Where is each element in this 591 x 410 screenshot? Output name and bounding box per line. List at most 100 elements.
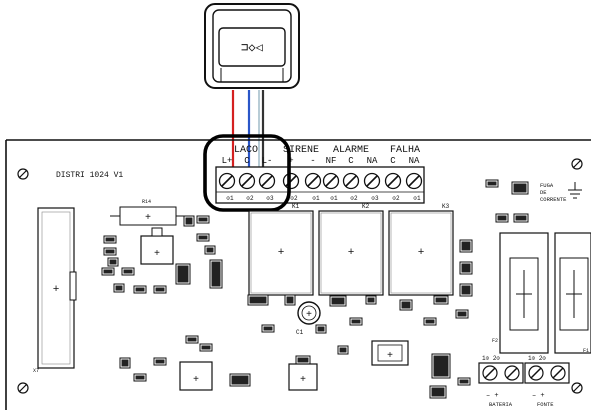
smd-body xyxy=(286,296,294,304)
smd-body xyxy=(317,326,325,332)
svg-text:FUGA: FUGA xyxy=(540,182,554,189)
smd-components xyxy=(101,179,529,399)
smd-body xyxy=(135,375,145,380)
screw-slot xyxy=(530,367,542,379)
svg-text:1⊙ 2⊙: 1⊙ 2⊙ xyxy=(482,355,500,362)
smd-body xyxy=(105,237,115,242)
fuse-holders: F2 F1 xyxy=(492,232,591,354)
connector-number: ⊙1 xyxy=(226,195,234,202)
connector-number: ⊙2 xyxy=(350,195,358,202)
screw-slot xyxy=(484,367,496,379)
pin-label: + xyxy=(288,156,293,166)
designator: X7 xyxy=(33,368,39,374)
screw-slot xyxy=(241,175,253,187)
smd-body xyxy=(515,215,527,221)
smd-body xyxy=(297,357,309,363)
smd-body xyxy=(115,285,123,291)
smd-body xyxy=(367,297,375,303)
mounting-holes xyxy=(17,158,583,394)
smd-body xyxy=(177,265,189,283)
designator: R14 xyxy=(142,199,151,205)
pin-label: L+ xyxy=(222,156,233,166)
smd-body xyxy=(198,217,208,222)
smd-body xyxy=(198,235,208,240)
smd-body xyxy=(231,375,249,385)
svg-text:– +: – + xyxy=(532,392,545,400)
smd-body xyxy=(121,359,129,367)
smd-body xyxy=(461,241,471,251)
designator: F2 xyxy=(492,338,498,344)
smd-body xyxy=(461,263,471,273)
smd-body xyxy=(155,287,165,292)
capacitor-c1: + C1 xyxy=(296,301,321,336)
smd-body xyxy=(206,247,214,253)
connector-number: ⊙3 xyxy=(371,195,379,202)
screw-slot xyxy=(366,175,378,187)
smd-body xyxy=(433,355,449,377)
smd-body xyxy=(263,326,273,331)
smd-body xyxy=(201,345,211,350)
label-bateria: BATERIA xyxy=(489,401,513,408)
smd-body xyxy=(435,297,447,303)
connector-number: ⊙3 xyxy=(266,195,274,202)
svg-text:+: + xyxy=(193,375,199,386)
regulator: + + + + xyxy=(140,227,409,391)
smd-body xyxy=(211,261,221,287)
resistor-r14: + R14 xyxy=(110,199,186,226)
smd-body xyxy=(497,215,507,221)
smd-body xyxy=(513,183,527,193)
laco-highlight xyxy=(203,134,291,212)
svg-text:+: + xyxy=(154,249,160,260)
screw-slot xyxy=(221,175,233,187)
svg-text:– +: – + xyxy=(486,392,499,400)
pin-label: C xyxy=(244,156,250,166)
screw-slot xyxy=(552,367,564,379)
smd-body xyxy=(187,337,197,342)
component-x7: + X7 xyxy=(33,207,77,374)
connector-number: ⊙2 xyxy=(290,195,298,202)
screw-slot xyxy=(261,175,273,187)
svg-text:1⊙ 2⊙: 1⊙ 2⊙ xyxy=(528,355,546,362)
pin-label: L- xyxy=(262,156,273,166)
pin-label: NA xyxy=(367,156,378,166)
smd-body xyxy=(339,347,347,353)
designator: F1 xyxy=(583,348,589,354)
terminal-labels: LACO L+ C L- SIRENE + - ALARME NF C NA F… xyxy=(222,145,420,166)
smd-body xyxy=(103,269,113,274)
svg-text:CORRENTE: CORRENTE xyxy=(540,196,567,203)
svg-text:+: + xyxy=(348,247,355,259)
relay-label: K2 xyxy=(362,203,370,210)
screw-slot xyxy=(325,175,337,187)
smd-body xyxy=(351,319,361,324)
svg-text:+: + xyxy=(53,284,60,296)
bottom-connectors: 1⊙ 2⊙ 1⊙ 2⊙ – + – + BATERIA FONTE xyxy=(478,355,570,408)
smd-body xyxy=(459,379,469,384)
terminal-block: ⊙1⊙2⊙3⊙2⊙1⊙1⊙2⊙3⊙2⊙1 xyxy=(215,166,425,204)
pin-label: NF xyxy=(326,156,337,166)
smd-body xyxy=(185,217,193,225)
pin-label: NA xyxy=(409,156,420,166)
relay-label: K1 xyxy=(292,203,300,210)
pin-label: C xyxy=(348,156,354,166)
svg-text:+: + xyxy=(145,213,151,224)
board-name: DISTRI 1024 V1 xyxy=(56,171,123,180)
designator: C1 xyxy=(296,329,304,336)
screw-slot xyxy=(506,367,518,379)
svg-text:+: + xyxy=(278,247,285,259)
smd-body xyxy=(425,319,435,324)
wires xyxy=(231,90,265,178)
svg-text:+: + xyxy=(306,310,312,321)
smd-body xyxy=(401,301,411,309)
leakage-note: FUGA DE CORRENTE xyxy=(540,182,582,203)
screw-slot xyxy=(408,175,420,187)
connector-number: ⊙2 xyxy=(246,195,254,202)
connector-number: ⊙1 xyxy=(312,195,320,202)
relay-label: K3 xyxy=(442,203,450,210)
smd-body xyxy=(431,387,445,397)
group-title-laco: LACO xyxy=(234,145,258,156)
smd-body xyxy=(457,311,467,317)
group-title-falha: FALHA xyxy=(390,145,420,156)
screw-slot xyxy=(345,175,357,187)
connector-number: ⊙1 xyxy=(330,195,338,202)
